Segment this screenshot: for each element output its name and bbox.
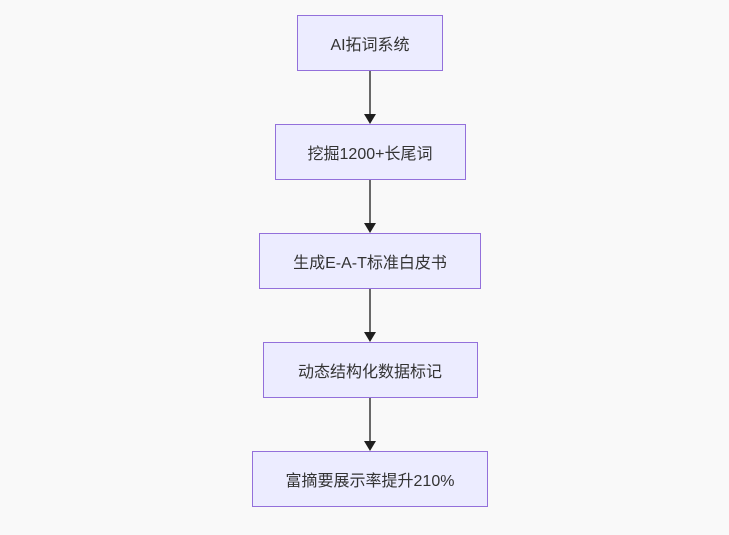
arrowhead-down-icon <box>364 223 376 233</box>
flow-edge-4 <box>364 398 376 451</box>
flow-edge-3 <box>364 289 376 342</box>
flow-node-label: 富摘要展示率提升210% <box>285 473 455 490</box>
arrowhead-down-icon <box>364 441 376 451</box>
arrowhead-down-icon <box>364 332 376 342</box>
flow-node-step-4: 动态结构化数据标记 <box>262 342 478 398</box>
flow-edge-2 <box>364 180 376 233</box>
flow-edge-1 <box>364 71 376 124</box>
arrowhead-down-icon <box>364 114 376 124</box>
flow-node-step-5: 富摘要展示率提升210% <box>252 451 488 507</box>
flow-node-step-1: AI拓词系统 <box>297 15 443 71</box>
edge-line <box>369 289 371 332</box>
flow-node-label: 生成E-A-T标准白皮书 <box>293 255 447 272</box>
flow-node-step-3: 生成E-A-T标准白皮书 <box>259 233 481 289</box>
flow-node-step-2: 挖掘1200+长尾词 <box>274 124 466 180</box>
edge-line <box>369 71 371 114</box>
flow-node-label: AI拓词系统 <box>330 37 410 54</box>
flowchart: AI拓词系统 挖掘1200+长尾词 生成E-A-T标准白皮书 动态结构化数据标记… <box>252 15 488 507</box>
edge-line <box>369 398 371 441</box>
flow-node-label: 挖掘1200+长尾词 <box>307 146 433 163</box>
flow-node-label: 动态结构化数据标记 <box>297 364 442 381</box>
edge-line <box>369 180 371 223</box>
